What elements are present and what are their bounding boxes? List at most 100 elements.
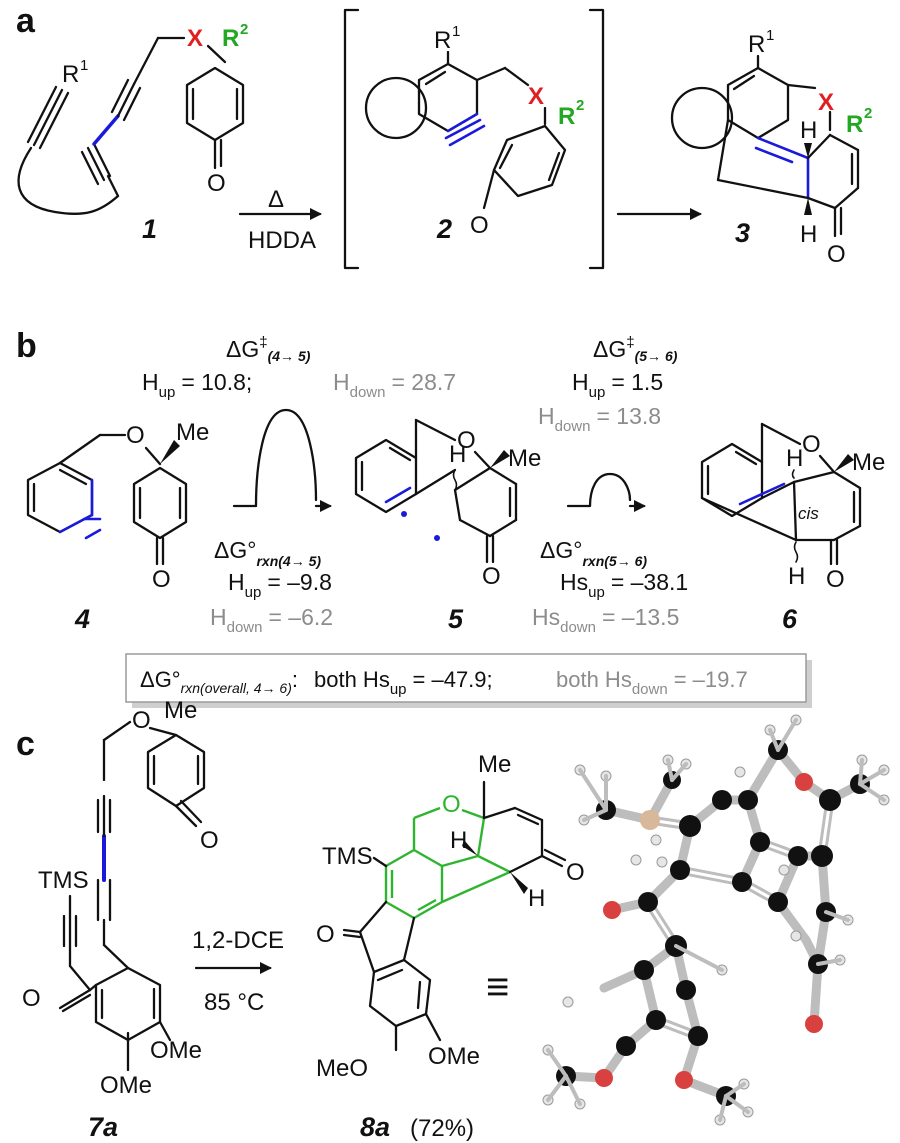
svg-text:H: H bbox=[786, 445, 803, 472]
svg-text:Me: Me bbox=[176, 419, 209, 446]
svg-text:ΔG‡(5→ 6): ΔG‡(5→ 6) bbox=[593, 334, 678, 364]
svg-text:O: O bbox=[442, 791, 461, 818]
svg-text:Me: Me bbox=[852, 449, 885, 476]
rxn1-energy: ΔG°rxn(4→ 5) Hup= –9.8 Hdown= –6.2 bbox=[210, 537, 333, 636]
structure-2: R 1 X R 2 O 2 bbox=[364, 23, 584, 244]
svg-text:2: 2 bbox=[864, 105, 872, 122]
panel-label-c: c bbox=[16, 725, 35, 763]
bracket-right bbox=[588, 8, 605, 270]
svg-text:1: 1 bbox=[766, 27, 774, 44]
svg-text:Hsdown= –13.5: Hsdown= –13.5 bbox=[532, 604, 679, 636]
svg-text:Me: Me bbox=[478, 751, 511, 778]
structure-6: O Me H cis H O 6 bbox=[700, 422, 885, 634]
ts2-energy: ΔG‡(5→ 6) Hup= 1.5 Hdown= 13.8 bbox=[538, 334, 678, 435]
bracket-left bbox=[343, 8, 360, 270]
svg-text:X: X bbox=[528, 83, 544, 110]
svg-text:Hsup= –38.1: Hsup= –38.1 bbox=[560, 569, 688, 601]
svg-text:O: O bbox=[470, 212, 489, 239]
svg-text:Δ: Δ bbox=[268, 186, 284, 213]
structure-8a: O H Me O H TMS O MeO OMe bbox=[316, 751, 585, 1142]
svg-text:TMS: TMS bbox=[38, 867, 89, 894]
compound-label-3: 3 bbox=[735, 218, 750, 248]
svg-text:2: 2 bbox=[576, 97, 584, 114]
overall-energy-box: ΔG°rxn(overall, 4→ 6):both Hsup= –47.9; … bbox=[125, 653, 812, 708]
svg-text:R: R bbox=[558, 103, 575, 130]
svg-text:Hup= –9.8: Hup= –9.8 bbox=[228, 569, 332, 601]
svg-text:1: 1 bbox=[452, 23, 460, 40]
svg-text:85 °C: 85 °C bbox=[204, 989, 264, 1016]
energy-arc-4-to-5 bbox=[232, 408, 332, 512]
yield: (72%) bbox=[410, 1115, 474, 1142]
structure-1: R 1 X R 2 O 1 bbox=[17, 21, 248, 244]
svg-text:both Hsdown= –19.7: both Hsdown= –19.7 bbox=[556, 667, 748, 698]
svg-text:O: O bbox=[482, 563, 501, 590]
rxn2-energy: ΔG°rxn(5→ 6) Hsup= –38.1 Hsdown= –13.5 bbox=[532, 537, 688, 636]
compound-label-5: 5 bbox=[448, 604, 464, 634]
arrow-2-to-3 bbox=[616, 208, 702, 220]
structure-3: R 1 X R 2 O H H 3 bbox=[670, 27, 872, 268]
svg-text:OMe: OMe bbox=[100, 1072, 152, 1099]
svg-text:O: O bbox=[126, 422, 145, 449]
structure-7a: TMS O O Me O OMe OMe 7a bbox=[22, 697, 219, 1142]
svg-text:O: O bbox=[22, 985, 41, 1012]
svg-text:O: O bbox=[802, 431, 821, 458]
svg-text:O: O bbox=[457, 427, 476, 454]
svg-text:MeO: MeO bbox=[316, 1055, 368, 1082]
svg-text:Me: Me bbox=[508, 445, 541, 472]
svg-text:H: H bbox=[788, 563, 805, 590]
svg-text:O: O bbox=[200, 827, 219, 854]
compound-label-8a: 8a bbox=[360, 1112, 390, 1142]
compound-label-4: 4 bbox=[74, 604, 90, 634]
svg-text:O: O bbox=[827, 241, 846, 268]
svg-text:R: R bbox=[222, 25, 239, 52]
structure-4: O Me O 4 bbox=[26, 419, 209, 634]
svg-text:OMe: OMe bbox=[150, 1037, 202, 1064]
compound-label-6: 6 bbox=[782, 604, 798, 634]
svg-text:Me: Me bbox=[164, 697, 197, 724]
svg-text:R: R bbox=[62, 61, 79, 88]
xray-crystal-structure bbox=[542, 714, 890, 1126]
svg-text:O: O bbox=[132, 707, 151, 734]
svg-text:R: R bbox=[846, 111, 863, 138]
svg-text:Hdown= –6.2: Hdown= –6.2 bbox=[210, 604, 333, 636]
svg-text:TMS: TMS bbox=[322, 843, 373, 870]
equivalence-symbol: ≡ bbox=[486, 965, 509, 1009]
svg-text:ΔG‡(4→ 5): ΔG‡(4→ 5) bbox=[226, 334, 311, 364]
arrow-7a-to-8a: 1,2-DCE 85 °C bbox=[192, 927, 284, 1016]
svg-text:O: O bbox=[316, 921, 335, 948]
svg-text:H: H bbox=[450, 827, 467, 854]
svg-text:H: H bbox=[800, 221, 817, 248]
svg-text:ΔG°rxn(5→ 6): ΔG°rxn(5→ 6) bbox=[540, 537, 647, 569]
svg-text:HDDA: HDDA bbox=[248, 227, 316, 254]
svg-text:O: O bbox=[566, 859, 585, 886]
svg-text:Hup= 1.5: Hup= 1.5 bbox=[572, 369, 663, 401]
svg-text:R: R bbox=[748, 31, 765, 58]
svg-text:X: X bbox=[187, 25, 203, 52]
svg-text:2: 2 bbox=[240, 21, 248, 38]
svg-text:X: X bbox=[818, 89, 834, 116]
svg-text:1: 1 bbox=[80, 57, 88, 74]
panel-label-a: a bbox=[16, 2, 36, 40]
compound-label-1: 1 bbox=[142, 214, 157, 244]
svg-text:Hdown= 13.8: Hdown= 13.8 bbox=[538, 403, 661, 435]
svg-text:OMe: OMe bbox=[428, 1043, 480, 1070]
compound-label-2: 2 bbox=[436, 214, 452, 244]
panel-label-b: b bbox=[16, 327, 37, 365]
svg-text:ΔG°rxn(overall, 4→ 6):both Hsu: ΔG°rxn(overall, 4→ 6):both Hsup= –47.9; bbox=[140, 667, 493, 698]
svg-text:H: H bbox=[449, 441, 466, 468]
svg-text:H: H bbox=[800, 117, 817, 144]
structure-5: O Me H O 5 bbox=[354, 418, 541, 634]
compound-label-7a: 7a bbox=[88, 1112, 118, 1142]
svg-text:R: R bbox=[434, 27, 451, 54]
svg-text:O: O bbox=[152, 566, 171, 593]
svg-text:cis: cis bbox=[798, 504, 819, 523]
svg-text:H: H bbox=[528, 885, 545, 912]
svg-text:ΔG°rxn(4→ 5): ΔG°rxn(4→ 5) bbox=[214, 537, 321, 569]
ts1-energy: ΔG‡(4→ 5) Hup= 10.8; Hdown= 28.7 bbox=[142, 334, 456, 401]
energy-arc-5-to-6 bbox=[566, 472, 646, 512]
svg-text:O: O bbox=[207, 170, 226, 197]
arrow-hdda: Δ HDDA bbox=[238, 186, 322, 254]
svg-text:1,2-DCE: 1,2-DCE bbox=[192, 927, 284, 954]
svg-text:Hup= 10.8;: Hup= 10.8; bbox=[142, 369, 252, 401]
